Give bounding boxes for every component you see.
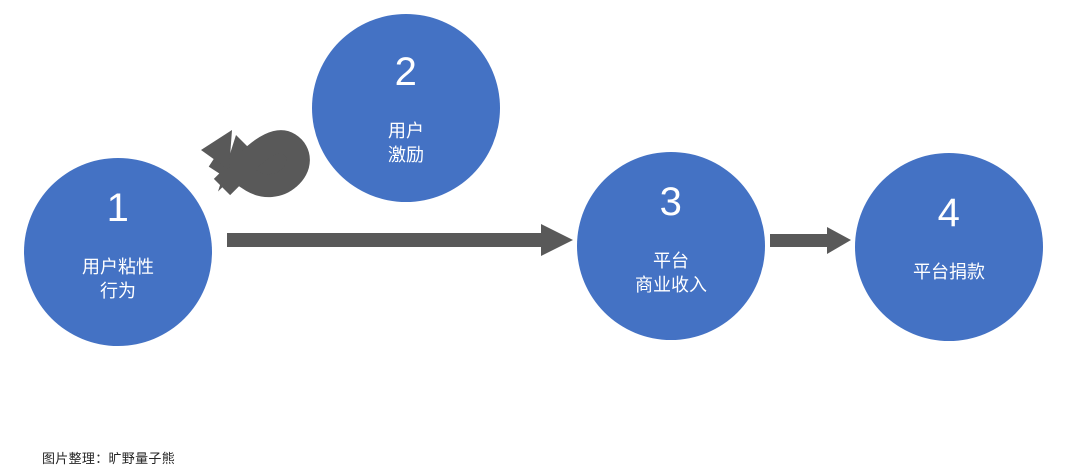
- node-4-number: 4: [937, 191, 961, 235]
- node-user-stickiness[interactable]: 1 用户粘性 行为: [24, 158, 212, 346]
- curved-feedback-arrow: [201, 130, 310, 197]
- short-arrow: [770, 227, 851, 254]
- node-user-incentive[interactable]: 2 用户 激励: [312, 14, 500, 202]
- source-caption: 图片整理：旷野量子熊: [42, 452, 176, 467]
- node-platform-revenue[interactable]: 3 平台 商业收入: [577, 152, 765, 340]
- curved-feedback-arrow-icon: [218, 135, 297, 192]
- node-1-label: 用户粘性 行为: [82, 257, 154, 302]
- node-4-label: 平台捐款: [913, 262, 985, 283]
- node-3-number: 3: [659, 180, 683, 224]
- node-1-number: 1: [106, 186, 130, 230]
- main-arrow: [227, 224, 573, 256]
- node-3-label: 平台 商业收入: [635, 251, 707, 296]
- node-2-number: 2: [394, 50, 418, 94]
- node-2-label: 用户 激励: [388, 121, 424, 166]
- node-platform-donation[interactable]: 4 平台捐款: [855, 153, 1043, 341]
